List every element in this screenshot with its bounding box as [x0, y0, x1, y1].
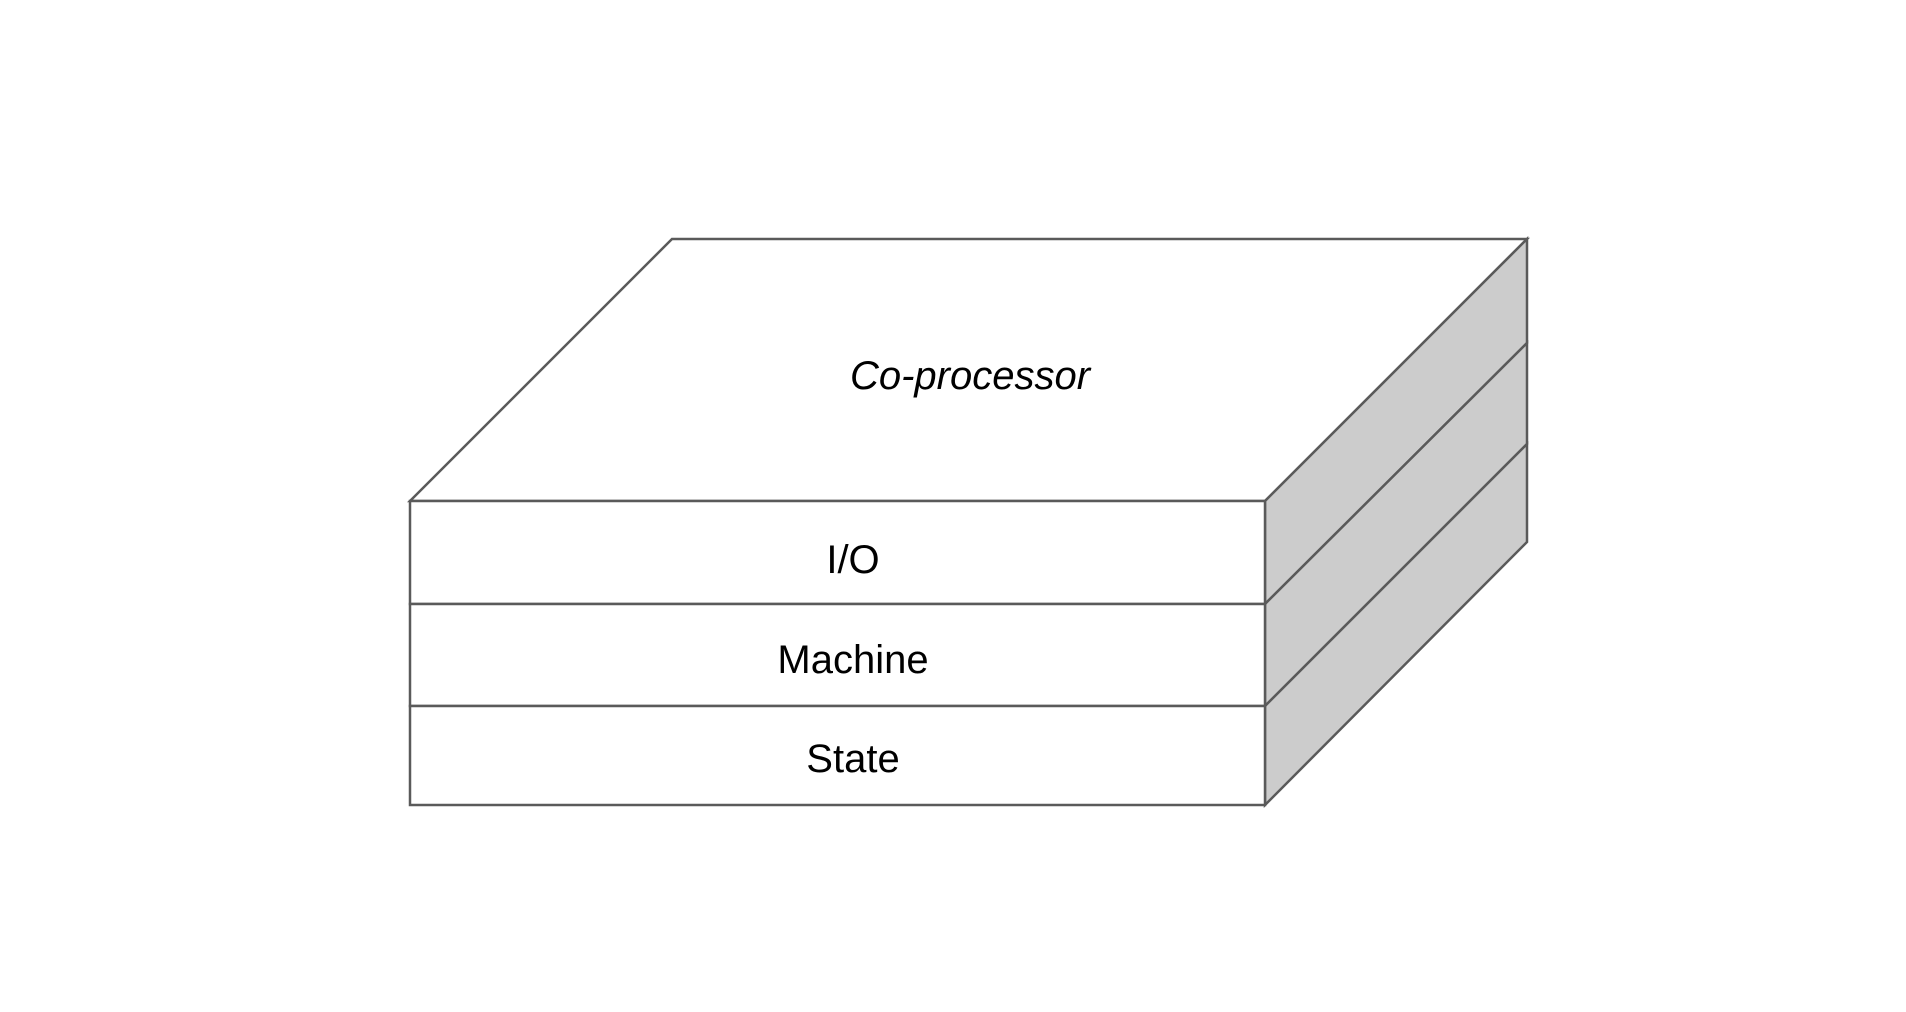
- machine-layer-front: [408, 602, 1267, 708]
- state-layer-front: [408, 704, 1267, 807]
- io-layer-label: I/O: [826, 538, 879, 582]
- state-layer-label: State: [806, 737, 899, 781]
- machine-layer-label: Machine: [777, 638, 928, 682]
- io-layer-front: [408, 499, 1267, 606]
- coprocessor-label: Co-processor: [850, 354, 1092, 398]
